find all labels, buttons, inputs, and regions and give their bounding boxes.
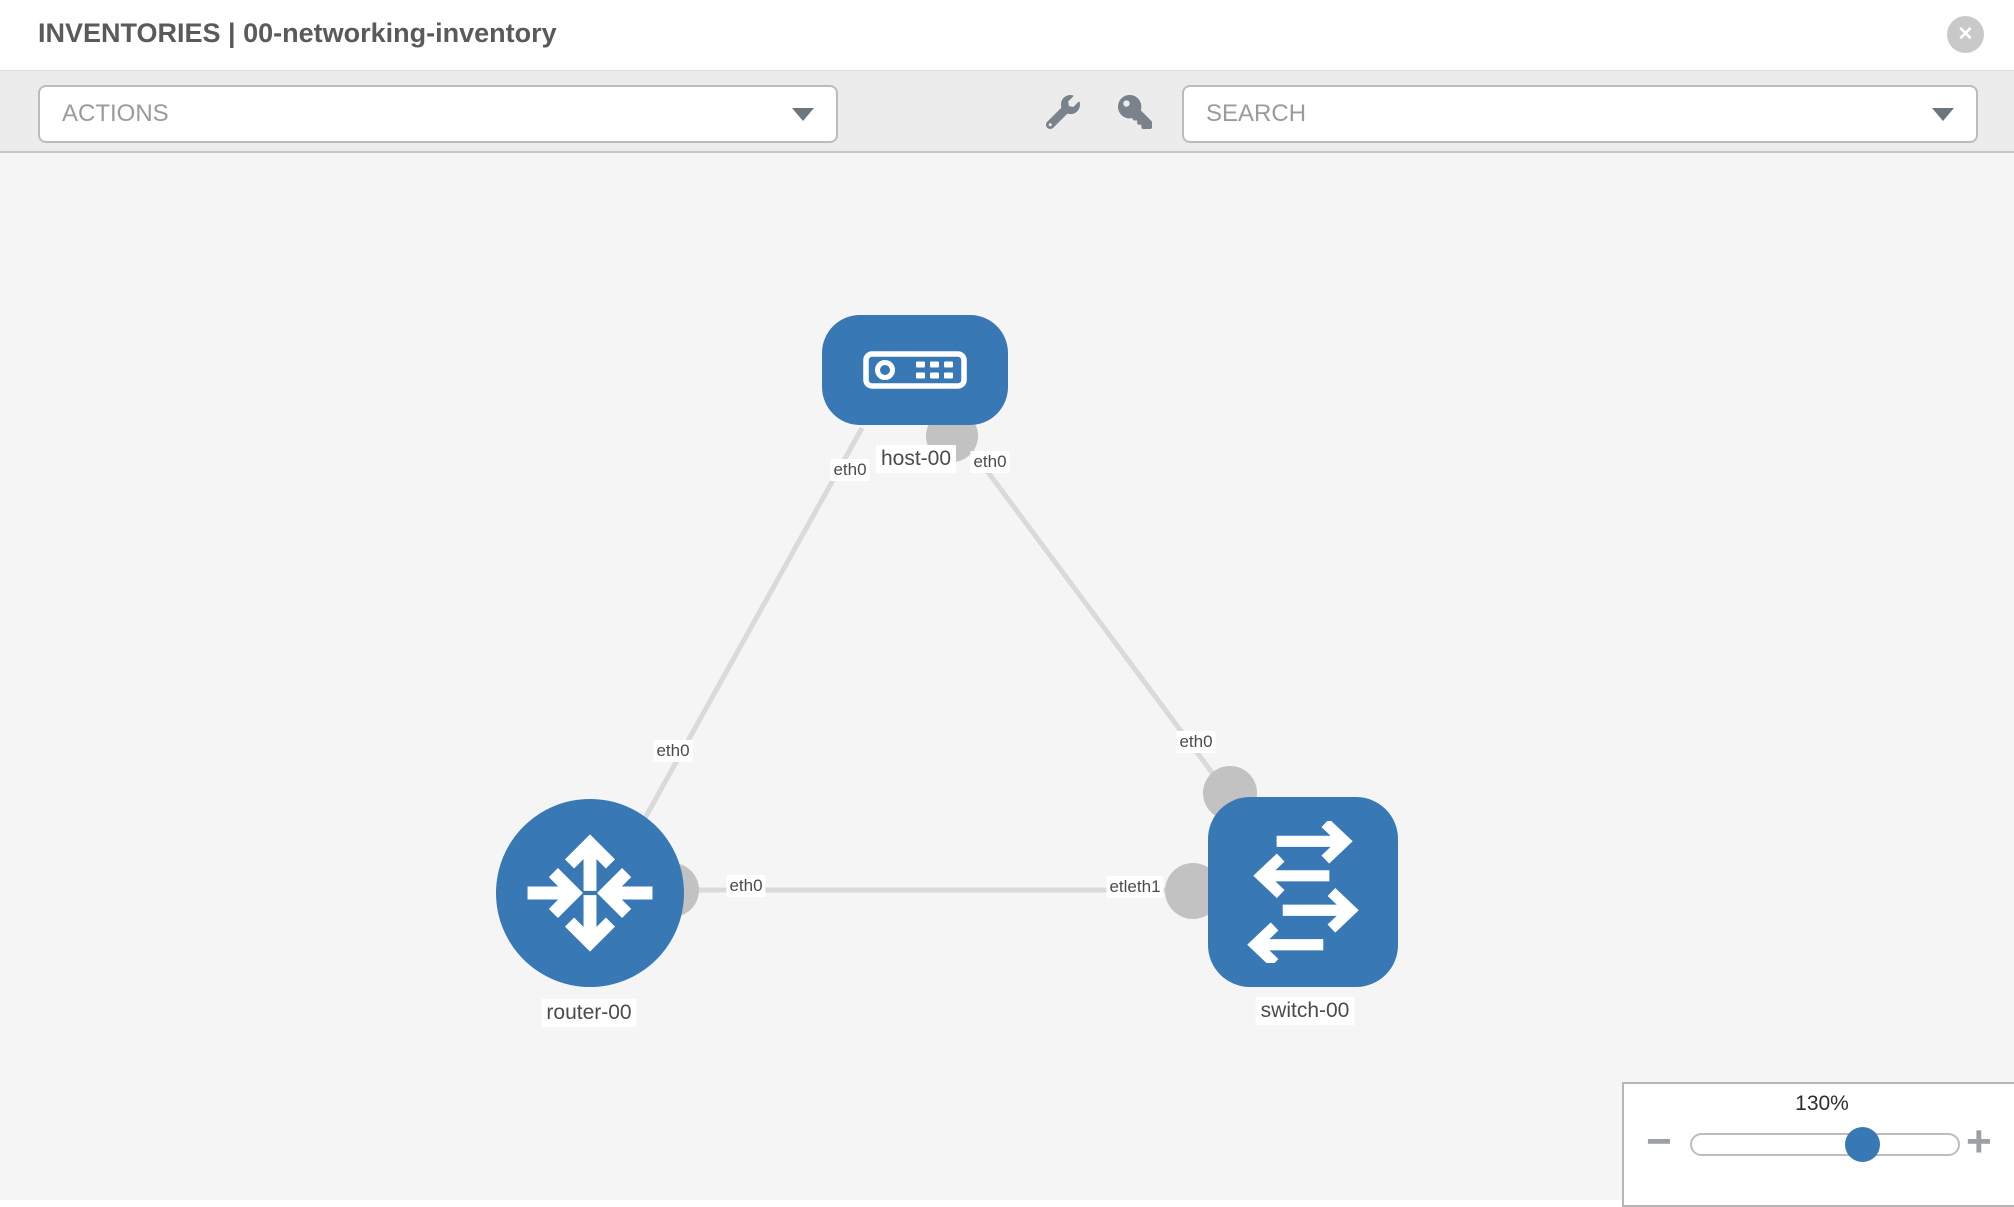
zoom-value: 130% (1795, 1092, 1849, 1115)
actions-dropdown-label: ACTIONS (62, 100, 169, 127)
node-router-00[interactable] (496, 799, 684, 987)
chevron-down-icon (792, 107, 814, 121)
search-dropdown-label: SEARCH (1206, 100, 1307, 127)
interface-label: eth0 (830, 459, 870, 481)
node-host-00[interactable] (822, 315, 1008, 425)
node-label-router-00: router-00 (541, 999, 637, 1027)
node-switch-00[interactable] (1208, 797, 1398, 987)
zoom-out-button[interactable]: − (1646, 1120, 1672, 1164)
zoom-slider[interactable] (1690, 1133, 1960, 1156)
close-icon: ✕ (1957, 24, 1974, 45)
host-icon (863, 351, 967, 389)
credentials-button[interactable] (1112, 84, 1158, 140)
toolbar: ACTIONS SEARCH (0, 70, 2014, 153)
configure-button[interactable] (1040, 84, 1086, 140)
key-icon (1118, 95, 1152, 129)
interface-label: eth0 (726, 875, 766, 897)
interface-label: eth0 (653, 740, 693, 762)
zoom-slider-thumb[interactable] (1845, 1127, 1880, 1162)
close-button[interactable]: ✕ (1947, 16, 1984, 53)
minus-icon: − (1646, 1117, 1672, 1166)
actions-dropdown[interactable]: ACTIONS (38, 85, 838, 143)
interface-label: eth0 (970, 451, 1010, 473)
interface-label: eth0 (1176, 731, 1216, 753)
plus-icon: + (1966, 1117, 1992, 1166)
zoom-in-button[interactable]: + (1966, 1120, 1992, 1164)
node-label-switch-00: switch-00 (1255, 997, 1355, 1025)
interface-label: etleth1 (1106, 876, 1164, 898)
topology-canvas[interactable] (0, 153, 2014, 1200)
header: INVENTORIES | 00-networking-inventory ✕ (0, 0, 2014, 70)
chevron-down-icon (1932, 107, 1954, 121)
wrench-icon (1046, 95, 1080, 129)
zoom-panel: 130% − + (1622, 1082, 2014, 1207)
page-title: INVENTORIES | 00-networking-inventory (38, 18, 557, 48)
router-icon (527, 834, 653, 952)
search-dropdown[interactable]: SEARCH (1182, 85, 1978, 143)
node-label-host-00: host-00 (875, 445, 957, 473)
switch-icon (1247, 821, 1359, 963)
